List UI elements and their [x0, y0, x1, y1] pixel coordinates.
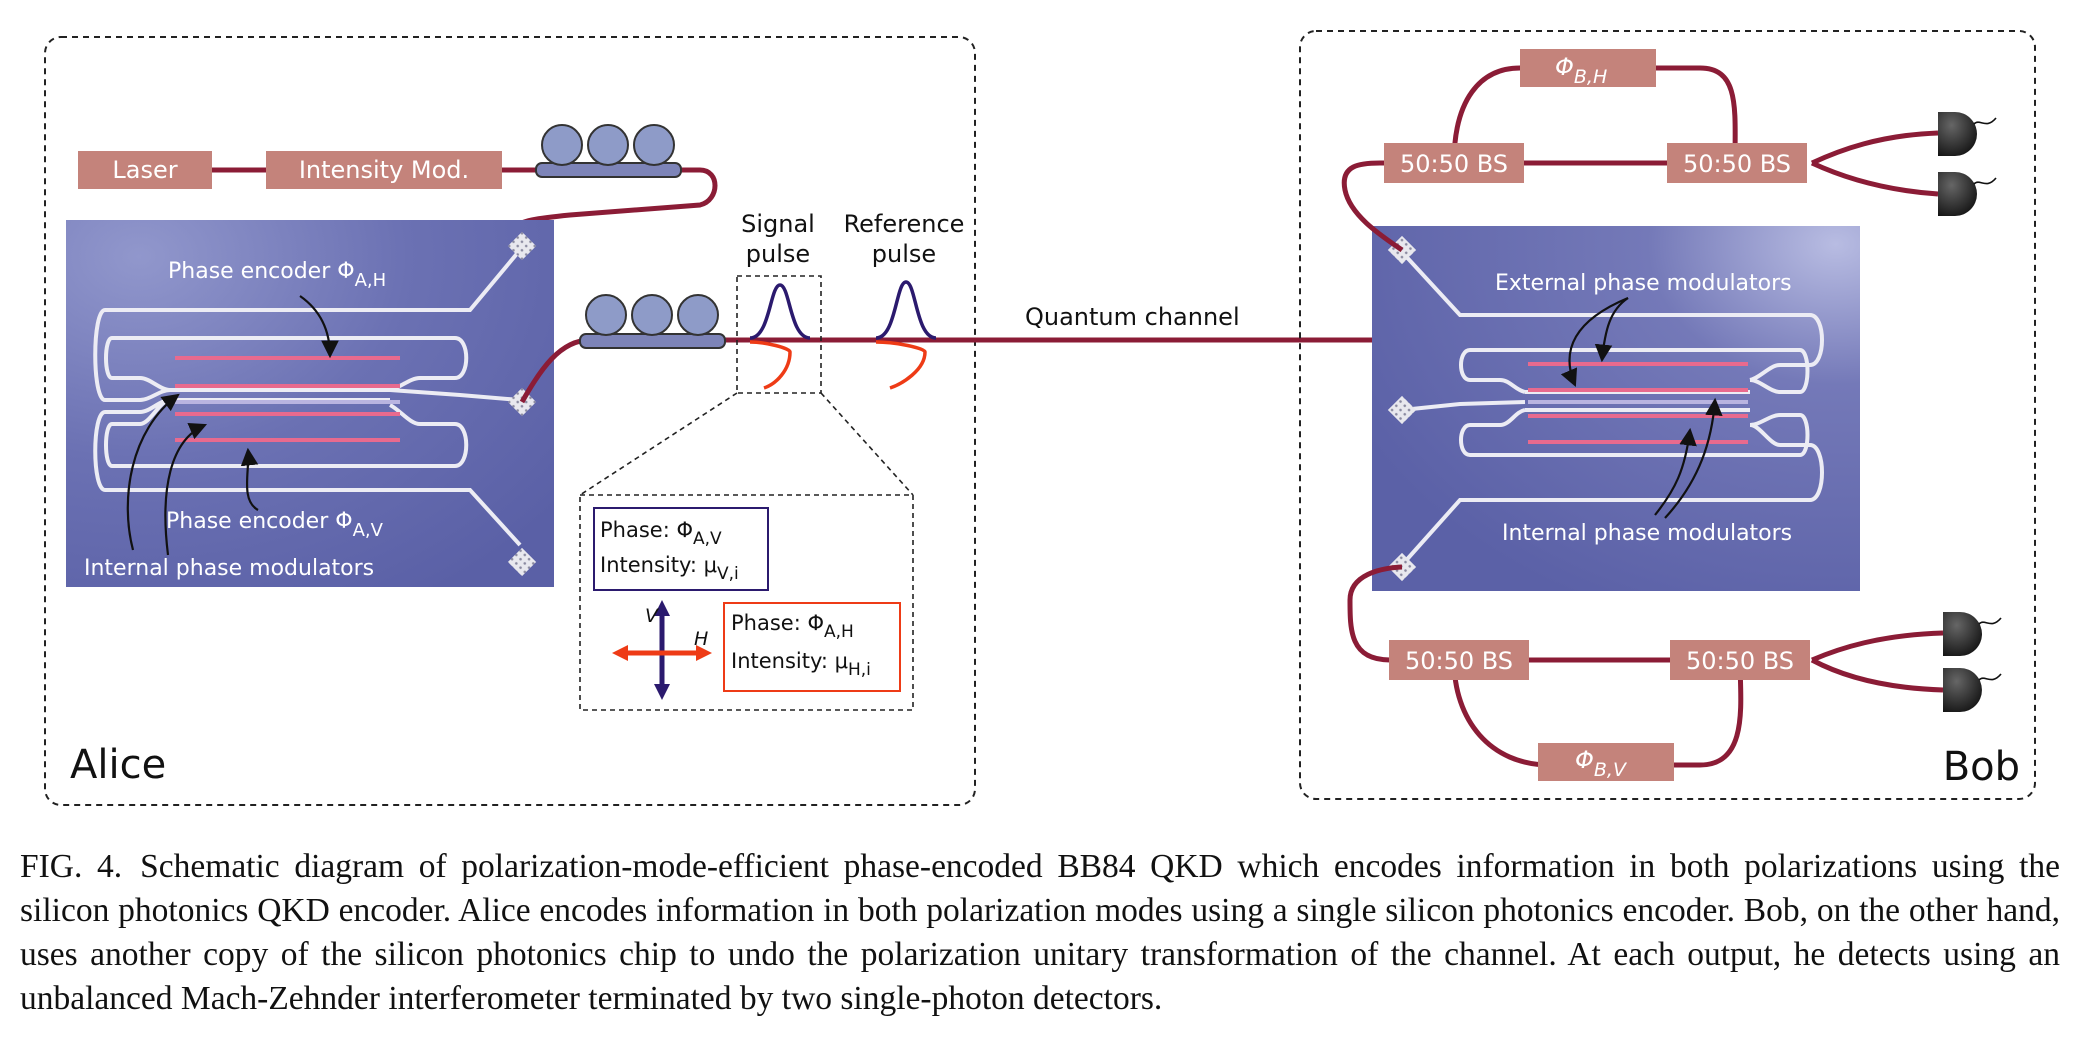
single-photon-detector — [1938, 112, 1997, 156]
bob-bs-bottom-right: 50:50 BS — [1670, 640, 1810, 680]
reference-pulse-v — [875, 280, 937, 340]
svg-text:50:50 BS: 50:50 BS — [1686, 647, 1794, 675]
bob-bs-top-right: 50:50 BS — [1667, 143, 1807, 183]
bob-phase-top: ΦB,H — [1520, 49, 1656, 88]
phase-encoder-v-label: Phase encoder ΦA,V — [166, 509, 384, 541]
signal-pulse-zoom-box — [736, 275, 822, 394]
signal-pulse-h — [749, 340, 792, 390]
svg-text:Intensity: μV,i: Intensity: μV,i — [600, 553, 739, 584]
bob-label: Bob — [1943, 744, 2020, 790]
reference-pulse-h — [875, 340, 927, 390]
alice-label: Alice — [70, 742, 166, 788]
single-photon-detector — [1943, 668, 2002, 712]
svg-text:V: V — [645, 605, 660, 627]
alice-frame — [44, 36, 976, 806]
quantum-channel-label: Quantum channel — [1025, 303, 1240, 331]
svg-text:Phase: ΦA,H: Phase: ΦA,H — [731, 611, 854, 642]
polarization-inset: Phase: ΦA,V Intensity: μV,i Phase: ΦA,H … — [579, 494, 914, 711]
alice-fiber-out — [519, 337, 1408, 406]
intensity-mod-label: Intensity Mod. — [299, 156, 469, 184]
qkd-schematic: Laser Intensity Mod. — [44, 30, 2036, 806]
svg-text:Phase: ΦA,V: Phase: ΦA,V — [600, 518, 722, 549]
bob-bs-top-left: 50:50 BS — [1384, 143, 1524, 183]
bob-internal-mods-label: Internal phase modulators — [1502, 521, 1792, 546]
h-mode-box — [723, 602, 901, 692]
bob-external-mods-label: External phase modulators — [1495, 271, 1792, 296]
phase-encoder-h-label: Phase encoder ΦA,H — [168, 259, 386, 291]
laser-label: Laser — [112, 156, 177, 184]
svg-text:ΦB,V: ΦB,V — [1575, 746, 1628, 781]
grating-coupler — [507, 231, 537, 261]
svg-text:50:50 BS: 50:50 BS — [1405, 647, 1513, 675]
grating-coupler — [1387, 395, 1417, 425]
svg-text:H: H — [694, 628, 708, 650]
bob-bs-bottom-left: 50:50 BS — [1389, 640, 1529, 680]
alice-internal-mods-label: Internal phase modulators — [84, 556, 374, 581]
single-photon-detector — [1938, 172, 1997, 216]
single-photon-detector — [1943, 612, 2002, 656]
v-mode-box — [593, 507, 769, 591]
figure-number: FIG. 4. — [20, 848, 123, 885]
polarization-controller-alice-2 — [579, 294, 726, 349]
grating-coupler — [507, 547, 537, 577]
signal-pulse-v — [749, 283, 811, 340]
figure-caption: FIG. 4.Schematic diagram of polarization… — [20, 845, 2060, 1021]
intensity-modulator-box: Intensity Mod. — [266, 151, 502, 189]
bob-phase-bottom: ΦB,V — [1538, 743, 1674, 781]
svg-text:Intensity: μH,i: Intensity: μH,i — [731, 649, 871, 680]
laser-box: Laser — [78, 151, 212, 189]
alice-phase-encoders — [175, 356, 400, 442]
alice-chip: Phase encoder ΦA,H Phase encoder ΦA,V In… — [66, 220, 554, 587]
svg-text:50:50 BS: 50:50 BS — [1400, 150, 1508, 178]
bob-phase-modulators — [1528, 362, 1748, 444]
svg-text:50:50 BS: 50:50 BS — [1683, 150, 1791, 178]
svg-text:ΦB,H: ΦB,H — [1555, 53, 1607, 88]
bob-frame — [1299, 30, 2036, 800]
polarization-controller-alice-1 — [535, 124, 682, 178]
caption-text: Schematic diagram of polarization-mode-e… — [20, 848, 2060, 1017]
bob-chip: External phase modulators Internal phase… — [1372, 226, 1860, 591]
